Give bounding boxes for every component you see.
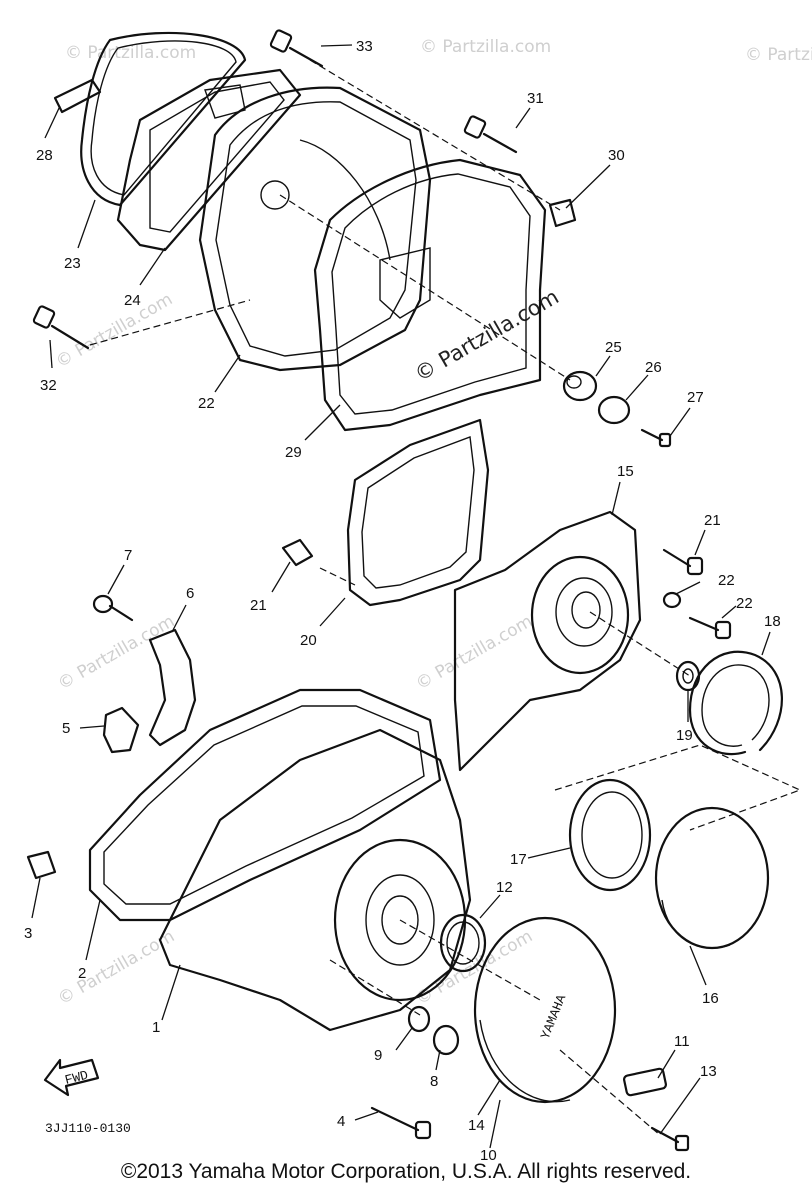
part-33-bolt-left bbox=[32, 305, 90, 350]
part-1-crankcase-cover bbox=[158, 728, 472, 1032]
part-18-circlip bbox=[688, 650, 783, 756]
part-7-bolt bbox=[92, 594, 134, 622]
part-5-plate bbox=[102, 706, 140, 754]
part-3-dowel bbox=[26, 850, 57, 880]
callout-22-upper: 21 bbox=[704, 512, 721, 529]
fwd-arrow-icon: FWD bbox=[43, 1058, 100, 1097]
part-22-bolt-lower bbox=[688, 616, 732, 640]
callout-2: 2 bbox=[78, 965, 86, 982]
callout-23: 22 bbox=[718, 572, 735, 589]
cover-logo: YAMAHA bbox=[538, 992, 570, 1041]
part-15-cover bbox=[453, 510, 642, 772]
part-33-bolt-top bbox=[463, 115, 518, 154]
callout-1: 1 bbox=[152, 1019, 160, 1036]
watermark: © Partzilla.com bbox=[55, 611, 179, 694]
callout-34: 33 bbox=[356, 38, 373, 55]
callout-6: 6 bbox=[186, 585, 194, 602]
callout-20: 20 bbox=[300, 632, 317, 649]
copyright-notice: ©2013 Yamaha Motor Corporation, U.S.A. A… bbox=[120, 1160, 692, 1183]
part-31-gasket bbox=[313, 158, 547, 432]
part-17-gasket bbox=[568, 778, 652, 892]
callout-33-top: 31 bbox=[527, 90, 544, 107]
fwd-label: FWD bbox=[63, 1068, 90, 1088]
callout-31: 29 bbox=[285, 444, 302, 461]
watermark-layer: © Partzilla.com © Partzilla.com © Partzi… bbox=[53, 37, 812, 1009]
part-10-outer-cover: YAMAHA bbox=[473, 916, 617, 1104]
callout-13: 13 bbox=[700, 1063, 717, 1080]
part-11-label bbox=[623, 1067, 667, 1097]
part-20-gasket bbox=[346, 418, 490, 607]
callout-7: 7 bbox=[124, 547, 132, 564]
callout-14: 14 bbox=[468, 1117, 485, 1134]
callout-29: 27 bbox=[687, 389, 704, 406]
callout-19: 19 bbox=[676, 727, 693, 744]
part-23-washer bbox=[662, 591, 682, 609]
part-27-bushing bbox=[562, 370, 598, 402]
part-4-bolt bbox=[370, 1106, 432, 1140]
part-21-dowel bbox=[281, 538, 314, 567]
watermark: © Partzilla.com bbox=[65, 43, 196, 63]
parts-diagram: © Partzilla.com © Partzilla.com © Partzi… bbox=[24, 29, 812, 1160]
callout-3: 3 bbox=[24, 925, 32, 942]
callout-22-lower: 22 bbox=[736, 595, 753, 612]
part-26-plate bbox=[116, 68, 302, 252]
callout-30: 28 bbox=[36, 147, 53, 164]
part-13-screw bbox=[650, 1126, 690, 1152]
diagram-code: 3JJ110-0130 bbox=[45, 1121, 131, 1136]
leader-lines bbox=[31, 44, 771, 1149]
part-32-dowel bbox=[548, 198, 577, 228]
callout-28: 26 bbox=[645, 359, 662, 376]
callout-33-left: 32 bbox=[40, 377, 57, 394]
part-28-seal bbox=[597, 395, 631, 425]
part-2-gasket bbox=[88, 688, 442, 922]
part-9-o-ring bbox=[407, 1005, 431, 1033]
callout-8: 8 bbox=[430, 1073, 438, 1090]
callout-24: 22 bbox=[198, 395, 215, 412]
callout-10: 10 bbox=[480, 1147, 497, 1160]
part-30-plate bbox=[53, 78, 102, 114]
callout-27: 25 bbox=[605, 339, 622, 356]
callout-4: 4 bbox=[337, 1113, 345, 1130]
callout-12: 12 bbox=[496, 879, 513, 896]
callout-17: 17 bbox=[510, 851, 527, 868]
callout-21: 21 bbox=[250, 597, 267, 614]
watermark: © Partzilla.com bbox=[745, 45, 812, 65]
part-22-bolt-upper bbox=[662, 548, 704, 576]
part-29-screw bbox=[640, 428, 672, 448]
part-8-plug bbox=[432, 1024, 460, 1056]
callout-18: 18 bbox=[764, 613, 781, 630]
callout-11: 11 bbox=[674, 1033, 690, 1050]
callout-16: 16 bbox=[702, 990, 719, 1007]
part-16-cap bbox=[654, 806, 770, 950]
part-19-seal bbox=[675, 660, 701, 692]
callout-32: 30 bbox=[608, 147, 625, 164]
part-25-gasket bbox=[80, 31, 247, 207]
callout-25: 23 bbox=[64, 255, 81, 272]
callout-5: 5 bbox=[62, 720, 70, 737]
watermark: © Partzilla.com bbox=[413, 611, 537, 694]
watermark: © Partzilla.com bbox=[420, 37, 551, 57]
callouts: 33 31 30 28 23 24 32 22 29 25 26 27 15 2… bbox=[24, 38, 781, 1160]
callout-15: 15 bbox=[617, 463, 634, 480]
part-34-bolt bbox=[269, 29, 324, 68]
part-24-cover bbox=[198, 86, 432, 372]
watermark: © Partzilla.com bbox=[53, 289, 177, 372]
part-6-bracket bbox=[148, 628, 197, 747]
callout-26: 24 bbox=[124, 292, 141, 309]
callout-9: 9 bbox=[374, 1047, 382, 1064]
